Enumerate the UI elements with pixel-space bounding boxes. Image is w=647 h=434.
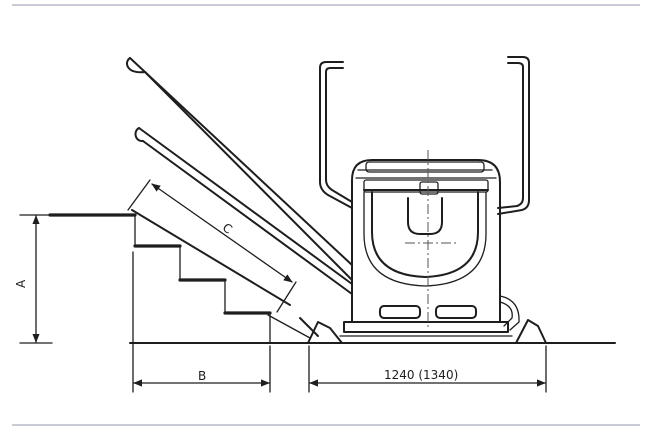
top-rule	[12, 4, 640, 6]
dim-a	[19, 214, 53, 344]
carriage-body	[351, 159, 520, 331]
bottom-rule	[12, 424, 640, 426]
carriage-base	[307, 319, 547, 344]
dim-c-line	[151, 183, 293, 283]
dim-c-ext1	[127, 179, 151, 211]
dim-c-ext2	[276, 281, 297, 313]
upper-rail	[126, 57, 353, 281]
dim-a-label: A	[14, 279, 28, 288]
staircase	[48, 213, 272, 344]
dim-b	[132, 251, 271, 393]
handlebar-right	[497, 56, 530, 215]
dim-width	[308, 345, 547, 393]
dim-width-label: 1240 (1340)	[384, 368, 458, 382]
dim-c-label: C	[220, 220, 235, 236]
dim-b-label: B	[198, 369, 206, 383]
handlebar-left	[319, 61, 353, 209]
